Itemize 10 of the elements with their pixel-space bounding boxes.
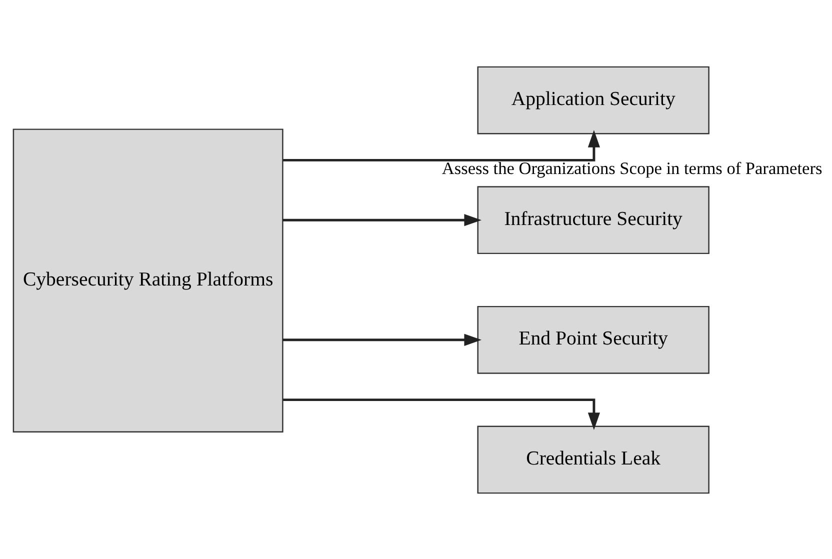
node-box: Infrastructure Security [477, 186, 710, 254]
arrow [283, 130, 600, 161]
edge-label: Assess the Organizations Scope in terms of Parameters [442, 158, 822, 178]
arrow [283, 398, 600, 430]
arrow [282, 333, 482, 346]
node-box: Cybersecurity Rating Platforms [12, 128, 284, 432]
arrow [282, 214, 482, 226]
node-box: Application Security [477, 66, 710, 134]
node-box: End Point Security [477, 305, 710, 374]
node-box: Credentials Leak [477, 425, 710, 494]
